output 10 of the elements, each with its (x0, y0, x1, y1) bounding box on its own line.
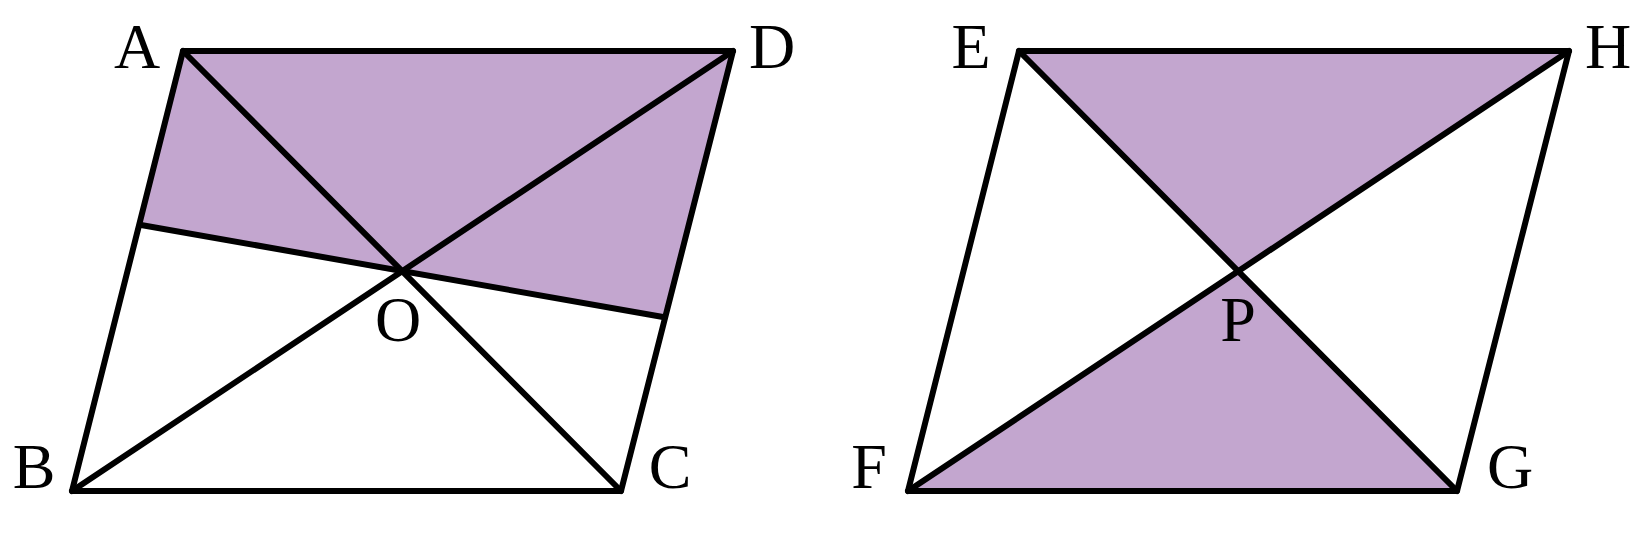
point-label: D (748, 15, 796, 79)
point-label: C (648, 435, 692, 499)
point-label: P (1220, 288, 1256, 352)
point-label: O (374, 288, 422, 352)
point-label: E (951, 15, 991, 79)
point-label: H (1584, 15, 1632, 79)
point-label: G (1486, 435, 1534, 499)
point-label: F (851, 435, 887, 499)
point-label: B (12, 435, 56, 499)
point-label: A (113, 15, 161, 79)
